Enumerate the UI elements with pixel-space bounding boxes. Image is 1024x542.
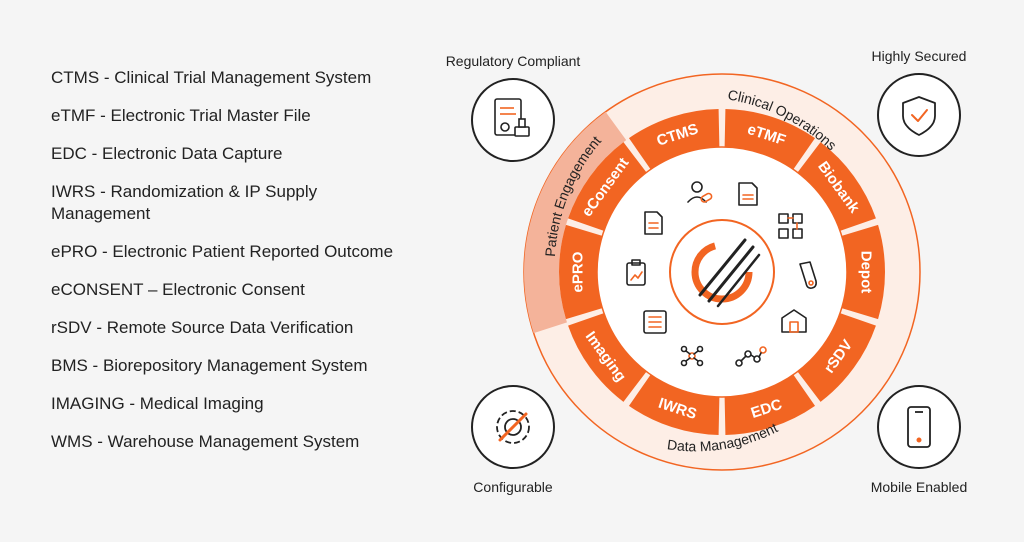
glossary-item-iwrs: IWRS - Randomization & IP Supply Managem…: [51, 182, 318, 223]
mobile-phone-icon: [907, 406, 931, 448]
document-icon: [738, 182, 758, 206]
module-label-depot: Depot: [858, 251, 875, 294]
brand-logo-icon: [669, 219, 775, 325]
test-tube-icon: [799, 261, 817, 289]
corner-label-regulatory: Regulatory Compliant: [446, 53, 581, 69]
module-sector-econsent: [568, 142, 647, 231]
module-sector-iwrs: [628, 374, 720, 435]
module-sector-epro: [559, 224, 603, 320]
corner-top-left: Regulatory Compliant: [446, 53, 581, 162]
user-pill-icon: [687, 181, 713, 203]
glossary-item-wms: WMS - Warehouse Management System: [51, 432, 360, 451]
module-sector-imaging: [568, 313, 647, 402]
warehouse-icon: [781, 309, 807, 333]
module-sector-ctms: [628, 109, 720, 170]
glossary-item-bms: BMS - Biorepository Management System: [51, 356, 368, 375]
image-scan-icon: [643, 310, 667, 334]
clipboard-chart-icon: [626, 259, 646, 286]
corner-top-right: Highly Secured: [872, 48, 967, 157]
module-label-epro: ePRO: [570, 251, 587, 292]
module-sector-biobank: [797, 142, 876, 231]
glossary-item-etmf: eTMF - Electronic Trial Master File: [51, 106, 311, 125]
data-nodes-icon: [735, 346, 767, 367]
module-sector-rsdv: [797, 313, 876, 402]
document-stamp-icon: [494, 98, 530, 137]
corner-label-configurable: Configurable: [473, 479, 553, 495]
corner-bottom-right: Mobile Enabled: [871, 385, 968, 495]
glossary-item-rsdv: rSDV - Remote Source Data Verification: [51, 318, 354, 337]
consent-form-icon: [644, 211, 663, 235]
module-sector-etmf: [724, 109, 816, 170]
glossary-list: CTMS - Clinical Trial Management System …: [51, 67, 411, 469]
network-icon: [680, 345, 704, 367]
module-sector-depot: [841, 224, 885, 320]
corner-bottom-left: Configurable: [471, 385, 555, 495]
glossary-item-epro: ePRO - Electronic Patient Reported Outco…: [51, 242, 394, 261]
module-sector-edc: [724, 374, 816, 435]
gear-wrench-icon: [496, 410, 530, 444]
workflow-icon: [778, 213, 803, 239]
corner-label-secured: Highly Secured: [872, 48, 967, 64]
shield-check-icon: [902, 96, 936, 136]
patient-engagement-band: [524, 111, 627, 334]
glossary-item-econsent: eCONSENT – Electronic Consent: [51, 280, 305, 299]
glossary-item-imaging: IMAGING - Medical Imaging: [51, 394, 264, 413]
glossary-item-ctms: CTMS - Clinical Trial Management System: [51, 68, 372, 87]
glossary-item-edc: EDC - Electronic Data Capture: [51, 144, 283, 163]
corner-label-mobile: Mobile Enabled: [871, 479, 968, 495]
